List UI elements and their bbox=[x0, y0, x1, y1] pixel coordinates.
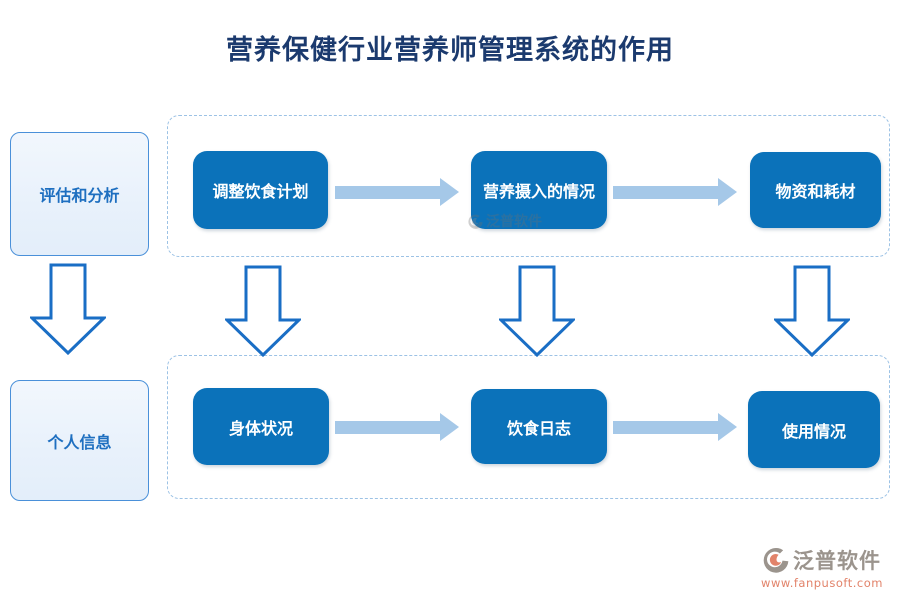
right-arrow-body bbox=[335, 420, 440, 434]
right-arrow-icon bbox=[613, 413, 737, 441]
watermark-brand: 泛普软件 bbox=[793, 549, 881, 573]
down-arrow-icon bbox=[774, 265, 850, 357]
personal-info-label: 个人信息 bbox=[47, 432, 112, 452]
watermark-row: 泛普软件 bbox=[763, 545, 881, 575]
flow-box-physical-condition: 身体状况 bbox=[193, 388, 329, 465]
personal-info-box: 个人信息 bbox=[10, 380, 149, 501]
faint-watermark: 泛普软件 bbox=[468, 211, 542, 231]
right-arrow-body bbox=[613, 185, 718, 199]
flow-box-diet-log: 饮食日志 bbox=[471, 389, 607, 464]
watermark-url: www.fanpusoft.com bbox=[761, 576, 883, 590]
right-arrow-icon bbox=[335, 178, 459, 206]
right-arrow-head bbox=[440, 178, 459, 206]
top-flow-group bbox=[167, 115, 890, 257]
flow-box-label: 物资和耗材 bbox=[775, 182, 856, 201]
faint-watermark-label: 泛普软件 bbox=[486, 214, 542, 230]
right-arrow-icon bbox=[335, 413, 459, 441]
evaluation-analysis-label: 评估和分析 bbox=[39, 186, 120, 205]
page-title: 营养保健行业营养师管理系统的作用 bbox=[226, 35, 674, 66]
flow-box-adjust-diet-plan: 调整饮食计划 bbox=[193, 151, 328, 229]
flow-box-label: 使用情况 bbox=[781, 421, 846, 441]
fanpu-logo-icon bbox=[468, 214, 483, 229]
right-arrow-icon bbox=[613, 178, 737, 206]
right-arrow-body bbox=[613, 420, 718, 434]
bottom-flow-group bbox=[167, 355, 890, 499]
flow-box-label: 饮食日志 bbox=[506, 418, 571, 438]
right-arrow-head bbox=[718, 178, 737, 206]
fanpu-logo-icon bbox=[763, 547, 789, 573]
down-arrow-icon bbox=[499, 265, 575, 357]
flow-box-nutrition-intake: 营养摄入的情况 bbox=[471, 151, 607, 229]
flow-box-label: 营养摄入的情况 bbox=[482, 182, 595, 201]
flow-box-supplies-consumables: 物资和耗材 bbox=[750, 152, 881, 228]
watermark: 泛普软件 www.fanpusoft.com bbox=[752, 545, 892, 590]
flow-box-usage-status: 使用情况 bbox=[748, 391, 880, 468]
flow-box-label: 身体状况 bbox=[228, 418, 293, 438]
evaluation-analysis-box: 评估和分析 bbox=[10, 132, 149, 256]
right-arrow-head bbox=[440, 413, 459, 441]
down-arrow-icon bbox=[225, 265, 301, 357]
down-arrow-icon bbox=[30, 263, 106, 355]
flow-box-label: 调整饮食计划 bbox=[212, 182, 309, 201]
right-arrow-head bbox=[718, 413, 737, 441]
right-arrow-body bbox=[335, 185, 440, 199]
